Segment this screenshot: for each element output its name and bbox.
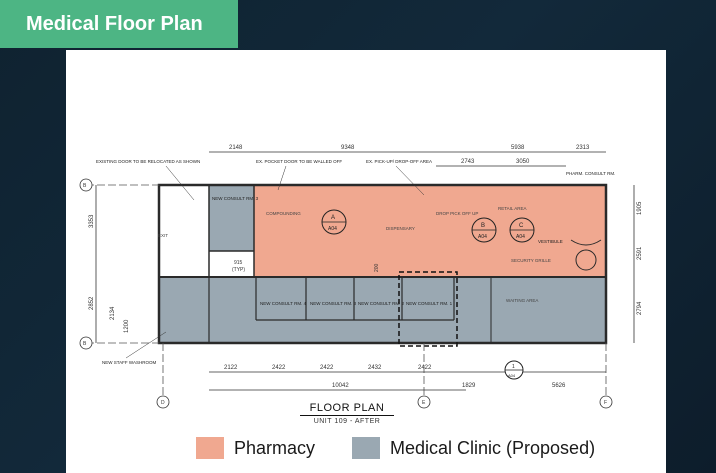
section-marker-1: 1 A04: [504, 360, 524, 380]
note-exit: EXIT: [158, 233, 168, 238]
note-vestibule: VESTIBULE: [538, 239, 563, 244]
grid-bubble-b-top: [79, 178, 93, 192]
leader-door: [165, 165, 195, 201]
pharmacy-zone: [254, 185, 606, 277]
dim-small-2: (TYP): [232, 267, 245, 273]
legend-item-pharmacy: Pharmacy: [196, 437, 315, 459]
grid-label-b-bottom: B: [83, 341, 87, 347]
dim-bottom-7: 1829: [462, 383, 476, 389]
dim-top-4: 2313: [576, 145, 590, 151]
note-pharm-consult: PHARM. CONSULT RM.: [566, 171, 615, 176]
svg-text:A04: A04: [516, 234, 525, 240]
svg-text:A04: A04: [478, 234, 487, 240]
floor-plan-sheet: 2148 9348 5938 2313 2743 3050 2122 2422 …: [66, 50, 666, 473]
grid-label-e: E: [422, 400, 426, 406]
section-marker-b: B A04: [471, 217, 497, 243]
room-compounding: COMPOUNDING: [266, 211, 301, 216]
vestibule-door: [570, 239, 602, 246]
dim-small-3: 200: [374, 263, 380, 272]
dim-left-2: 2852: [89, 296, 95, 310]
leader-pocket: [277, 165, 287, 191]
svg-text:1: 1: [512, 364, 515, 370]
room-consult-2: NEW CONSULT RM. 2: [358, 301, 405, 306]
dim-top-2: 9348: [341, 145, 355, 151]
room-drop-off: DROP PICK OFF UP: [436, 211, 478, 216]
legend-label-clinic: Medical Clinic (Proposed): [390, 437, 596, 458]
vestibule-circle: [575, 249, 597, 271]
floor-plan-drawing: 2148 9348 5938 2313 2743 3050 2122 2422 …: [79, 145, 643, 409]
note-pickup: EX. PICK-UP/ DROP-OFF AREA: [366, 159, 432, 164]
plan-title: FLOOR PLAN: [300, 402, 394, 416]
svg-text:A: A: [331, 215, 335, 221]
room-consult-1: NEW CONSULT RM. 1: [406, 301, 453, 306]
dim-right-1: 1905: [637, 201, 643, 215]
dim-top-1: 2148: [229, 145, 243, 151]
dim-bottom-8: 5626: [552, 383, 566, 389]
legend-label-pharmacy: Pharmacy: [234, 437, 316, 458]
svg-text:A04: A04: [328, 226, 337, 232]
dim-bottom-1: 2122: [224, 365, 238, 371]
grid-bubble-e: [417, 395, 431, 409]
outer-wall: [157, 183, 608, 345]
room-waiting: WAITING AREA: [506, 298, 538, 303]
page-title: Medical Floor Plan: [26, 12, 203, 35]
room-dispensary: DISPENSARY: [386, 226, 415, 231]
svg-text:B: B: [481, 223, 485, 229]
dim-top-5: 2743: [461, 159, 475, 165]
leader-washroom: [125, 331, 167, 359]
note-new-staff-washroom: NEW STAFF WASHROOM: [102, 360, 156, 365]
legend-swatch-clinic: [352, 437, 380, 459]
legend-swatch-pharmacy: [196, 437, 224, 459]
dim-left-3: 2134: [110, 306, 116, 320]
dim-left-4: 1200: [124, 319, 130, 333]
dim-left-1: 3353: [89, 214, 95, 228]
dim-bottom-3: 2422: [320, 365, 334, 371]
dim-bottom-4: 2432: [368, 365, 382, 371]
legend-item-clinic: Medical Clinic (Proposed): [352, 437, 595, 459]
svg-text:A04: A04: [508, 373, 516, 378]
room-security-grille: SECURITY GRILLE: [511, 258, 551, 263]
plan-subtitle: UNIT 109 - AFTER: [313, 418, 381, 425]
page-title-banner: Medical Floor Plan: [0, 0, 238, 48]
dim-bottom-6: 10042: [332, 383, 349, 389]
section-marker-a: A A04: [321, 209, 347, 235]
section-marker-c: C A04: [509, 217, 535, 243]
svg-text:C: C: [519, 223, 524, 229]
note-existing-door: EXISTING DOOR TO BE RELOCATED AS SHOWN: [96, 159, 200, 164]
dim-top-3: 5938: [511, 145, 525, 151]
consult-room-3-zone: [209, 185, 254, 251]
dim-top-6: 3050: [516, 159, 530, 165]
dim-right-2: 2591: [637, 246, 643, 260]
grid-label-f: F: [604, 400, 607, 406]
dim-right-3: 2794: [637, 301, 643, 315]
grid-label-b-top: B: [83, 183, 87, 189]
room-consult-3b: NEW CONSULT RM. 3: [310, 301, 357, 306]
room-consult-3: NEW CONSULT RM. 3: [212, 196, 259, 201]
room-consult-4: NEW CONSULT RM. 4: [260, 301, 307, 306]
grid-bubble-f: [599, 395, 613, 409]
consult-1-highlight: [398, 271, 458, 347]
grid-bubble-b-bottom: [79, 336, 93, 350]
clinic-zone: [159, 277, 606, 343]
dim-small-1: 915: [234, 260, 243, 266]
room-retail: RETAIL AREA: [498, 206, 527, 211]
grid-label-d: D: [161, 400, 165, 406]
dim-bottom-2: 2422: [272, 365, 286, 371]
note-pocket-door: EX. POCKET DOOR TO BE WALLED OFF: [256, 159, 342, 164]
grid-bubble-d: [156, 395, 170, 409]
leader-pickup: [395, 165, 425, 196]
dim-bottom-5: 2422: [418, 365, 432, 371]
